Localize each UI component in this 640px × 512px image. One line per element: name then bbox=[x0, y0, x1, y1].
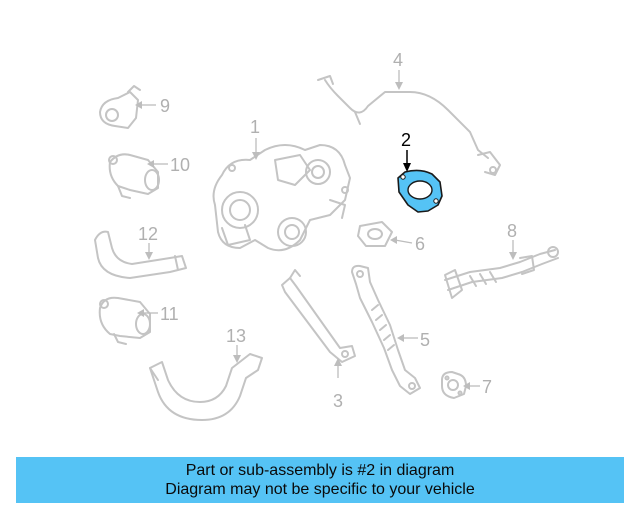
gasket-part-highlighted[interactable] bbox=[397, 169, 443, 213]
info-banner: Part or sub-assembly is #2 in diagram Di… bbox=[16, 457, 624, 503]
small-gasket-part[interactable] bbox=[357, 221, 393, 247]
valve-part-10[interactable] bbox=[108, 153, 160, 199]
callout-10: 10 bbox=[170, 155, 190, 175]
callout-6: 6 bbox=[415, 234, 425, 254]
flange-gasket-part[interactable] bbox=[441, 371, 467, 399]
valve-part-9[interactable] bbox=[99, 85, 141, 129]
banner-line-disclaimer: Diagram may not be specific to your vehi… bbox=[165, 481, 475, 498]
callout-8: 8 bbox=[507, 221, 517, 241]
bracket-part[interactable] bbox=[281, 269, 356, 363]
callout-13: 13 bbox=[226, 326, 246, 346]
callout-11: 11 bbox=[160, 304, 179, 324]
callout-12: 12 bbox=[138, 224, 158, 244]
oil-line-part[interactable] bbox=[351, 264, 421, 395]
callout-1: 1 bbox=[250, 117, 260, 137]
oil-feed-line-part[interactable] bbox=[317, 75, 501, 176]
valve-part-11[interactable] bbox=[98, 296, 151, 345]
hose-part-13[interactable] bbox=[149, 353, 263, 421]
turbocharger-part[interactable] bbox=[212, 144, 351, 252]
callout-9: 9 bbox=[160, 96, 170, 116]
callout-7: 7 bbox=[482, 377, 492, 397]
callout-3: 3 bbox=[333, 391, 343, 411]
callout-4: 4 bbox=[393, 50, 403, 70]
parts-diagram: 1 2 4 6 8 bbox=[94, 50, 559, 421]
banner-line-part-number: Part or sub-assembly is #2 in diagram bbox=[185, 462, 455, 479]
callout-2: 2 bbox=[401, 130, 411, 150]
hose-part-12[interactable] bbox=[94, 230, 187, 279]
oil-return-pipe-part[interactable] bbox=[444, 246, 559, 299]
callout-5: 5 bbox=[420, 330, 430, 350]
